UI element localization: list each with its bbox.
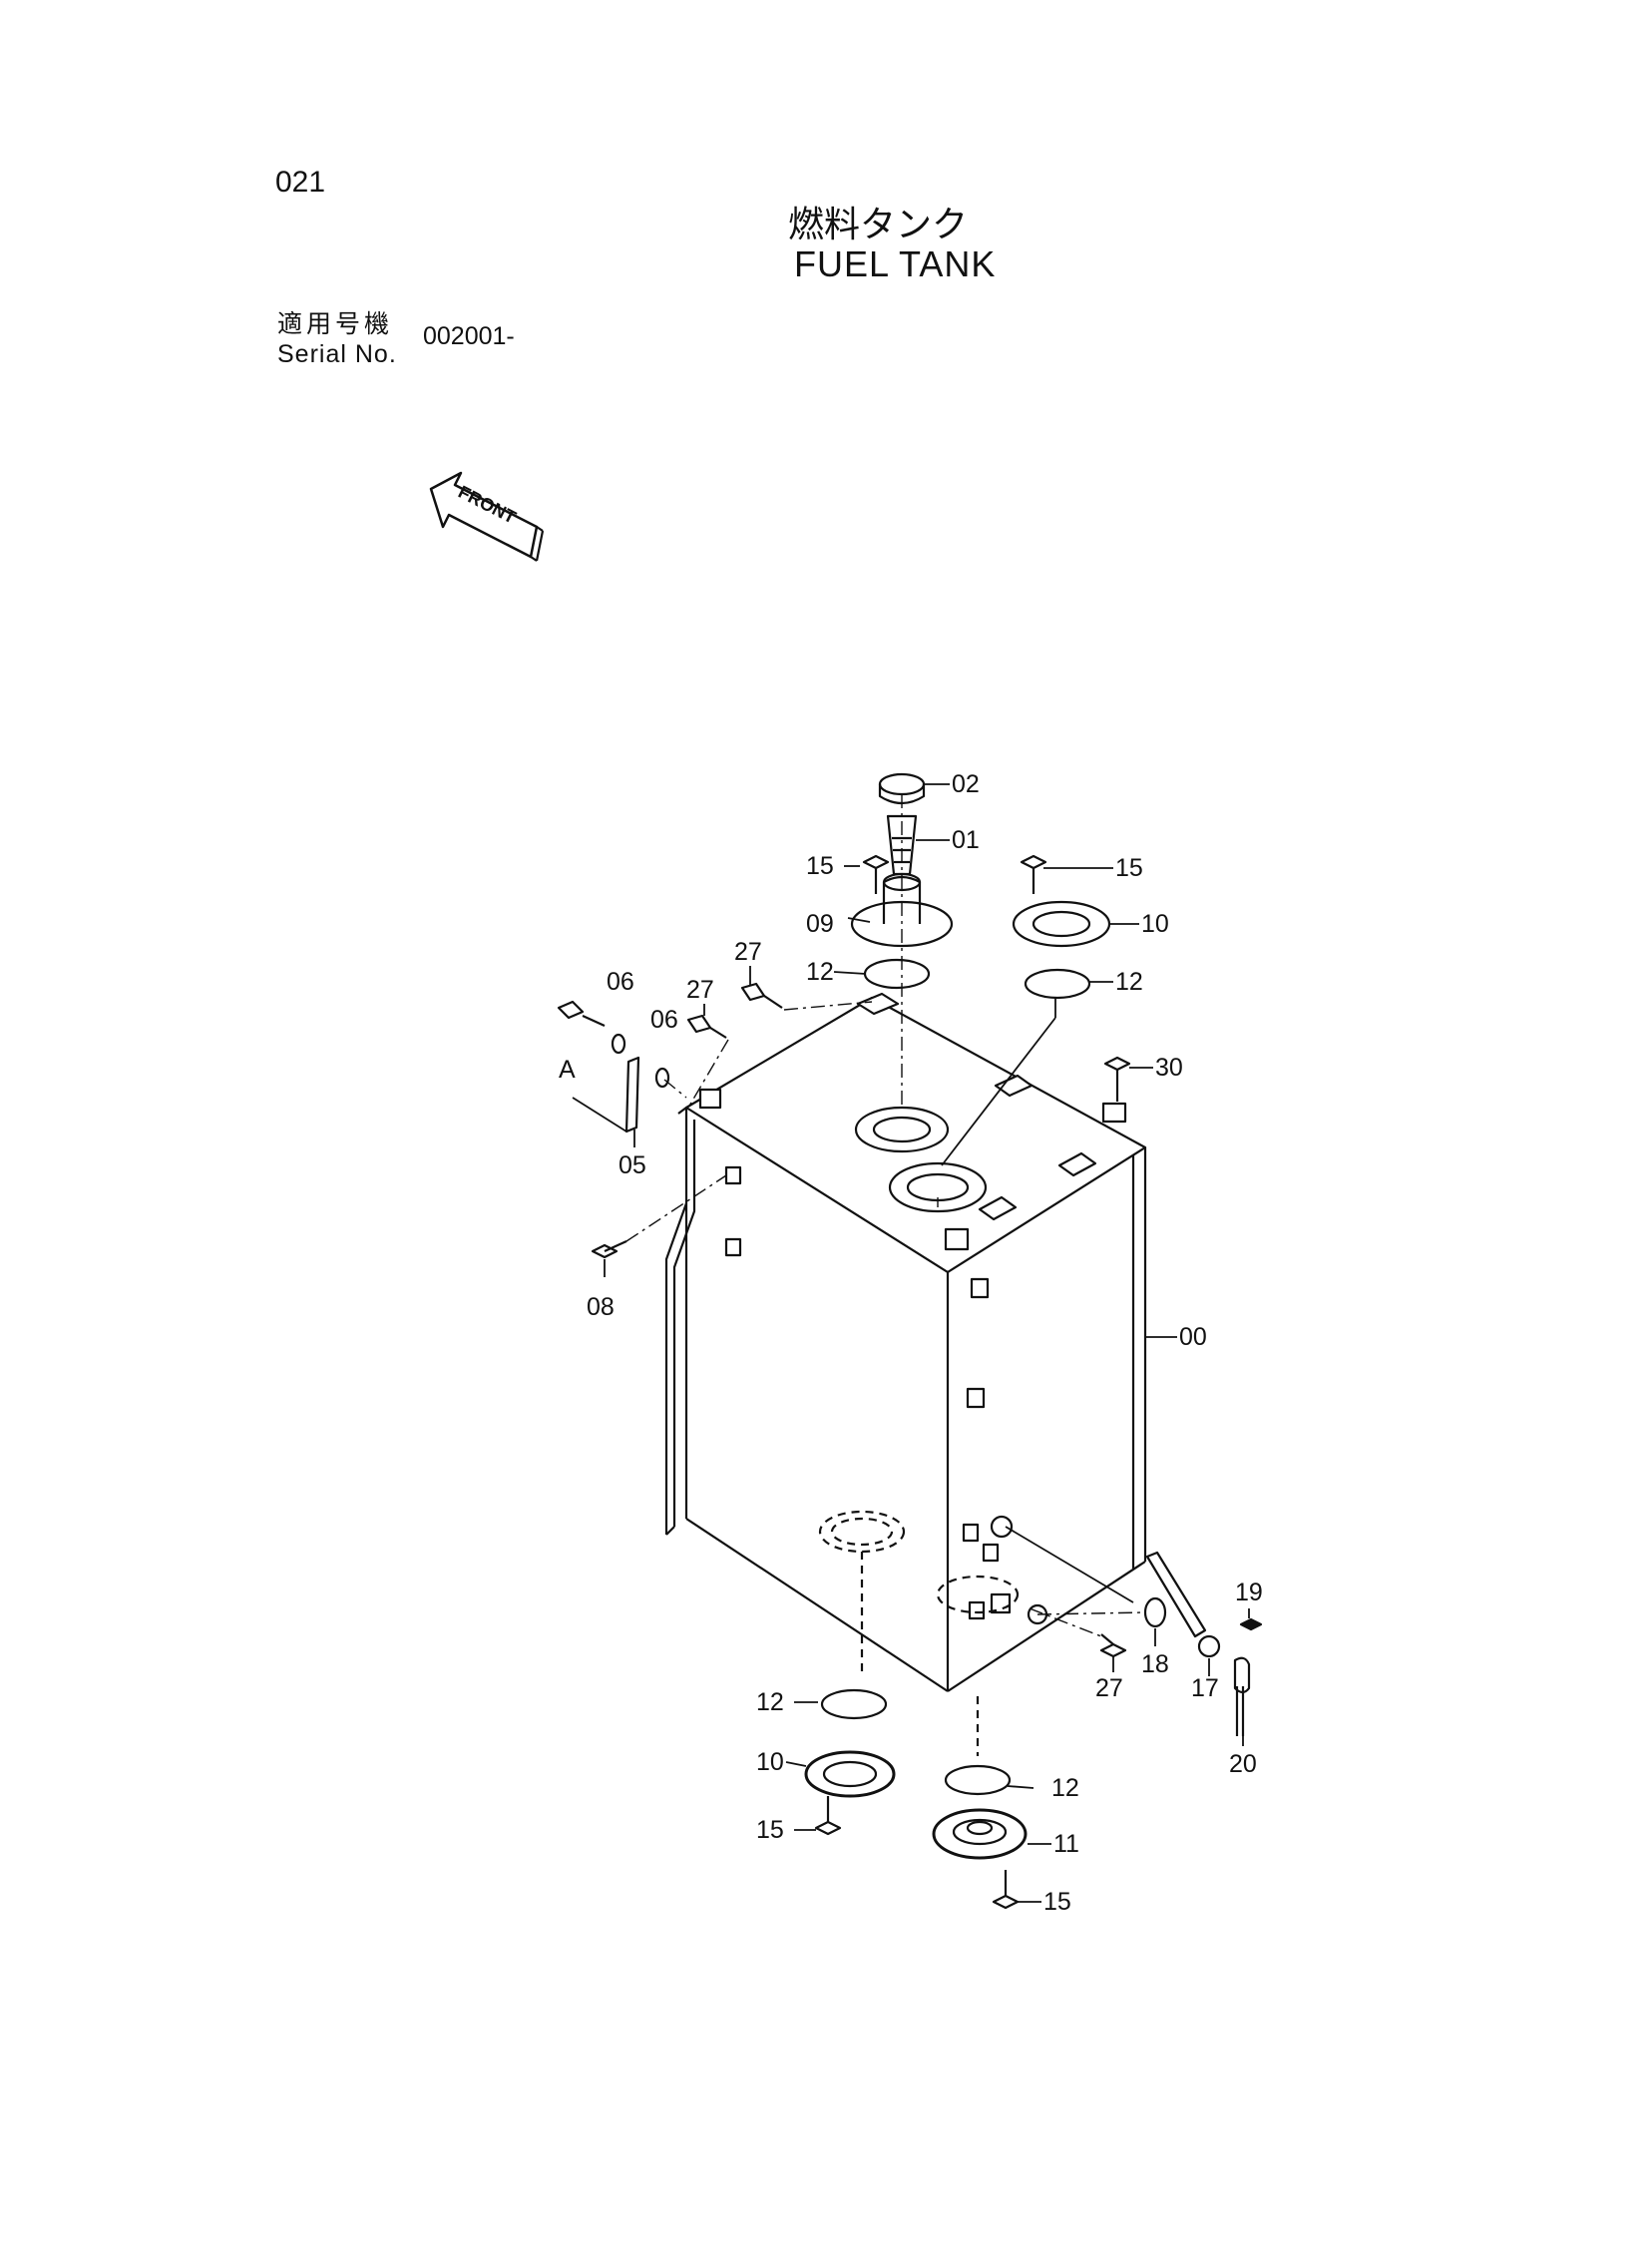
callout-00: 00 [1179,1323,1207,1351]
callout-27-top: 27 [734,938,762,966]
title-japanese: 燃料タンク [788,205,969,245]
centre-lines [625,794,1146,1637]
callout-01: 01 [952,826,980,854]
title-english: FUEL TANK [794,243,997,284]
callout-10-bottom: 10 [756,1748,784,1776]
callout-15-top-left: 15 [806,852,834,880]
callout-12-bottom-left: 12 [756,1688,784,1716]
bottom-covers [804,1688,1028,1860]
callout-06-right: 06 [650,1006,678,1034]
serial-label-japanese: 適用号機 [277,309,394,338]
callout-09: 09 [806,910,834,938]
callout-15-bottom-left: 15 [756,1816,784,1844]
filler-assembly [850,772,1111,1000]
callout-19: 19 [1235,1579,1263,1606]
serial-label-english: Serial No. [277,340,397,368]
leader-lines [572,783,1250,1903]
front-arrow-icon [429,471,545,562]
callout-A: A [559,1056,576,1084]
washers-and-plate [611,1033,670,1133]
serial-number-value: 002001- [423,322,515,350]
callout-10-top: 10 [1141,910,1169,938]
callout-12-top-left: 12 [806,958,834,986]
callout-18: 18 [1141,1650,1169,1678]
callout-12-bottom-right: 12 [1051,1774,1079,1802]
callout-17: 17 [1191,1674,1219,1702]
bolt-icons [557,854,1263,1910]
callout-05: 05 [619,1151,646,1179]
callout-27-mid: 27 [686,976,714,1004]
callout-20: 20 [1229,1750,1257,1778]
callout-02: 02 [952,770,980,798]
level-gauge-assembly [1143,1551,1251,1736]
callout-15-top-right: 15 [1115,854,1143,882]
fuel-tank-body [664,996,1147,1692]
top-brackets [698,992,1127,1251]
callout-30: 30 [1155,1054,1183,1082]
callout-labels: 02 01 15 15 09 10 12 12 27 27 06 06 A 30… [455,482,1263,1916]
bottom-openings [818,1510,1020,1756]
page-number: 021 [275,166,326,199]
callout-11: 11 [1053,1830,1079,1858]
callout-08: 08 [587,1293,615,1321]
callout-12-top-right: 12 [1115,968,1143,996]
callout-15-bottom-right: 15 [1043,1888,1071,1916]
top-flange-openings [854,1106,988,1213]
callout-27-bottom: 27 [1095,1674,1123,1702]
callout-06-left: 06 [607,968,634,996]
